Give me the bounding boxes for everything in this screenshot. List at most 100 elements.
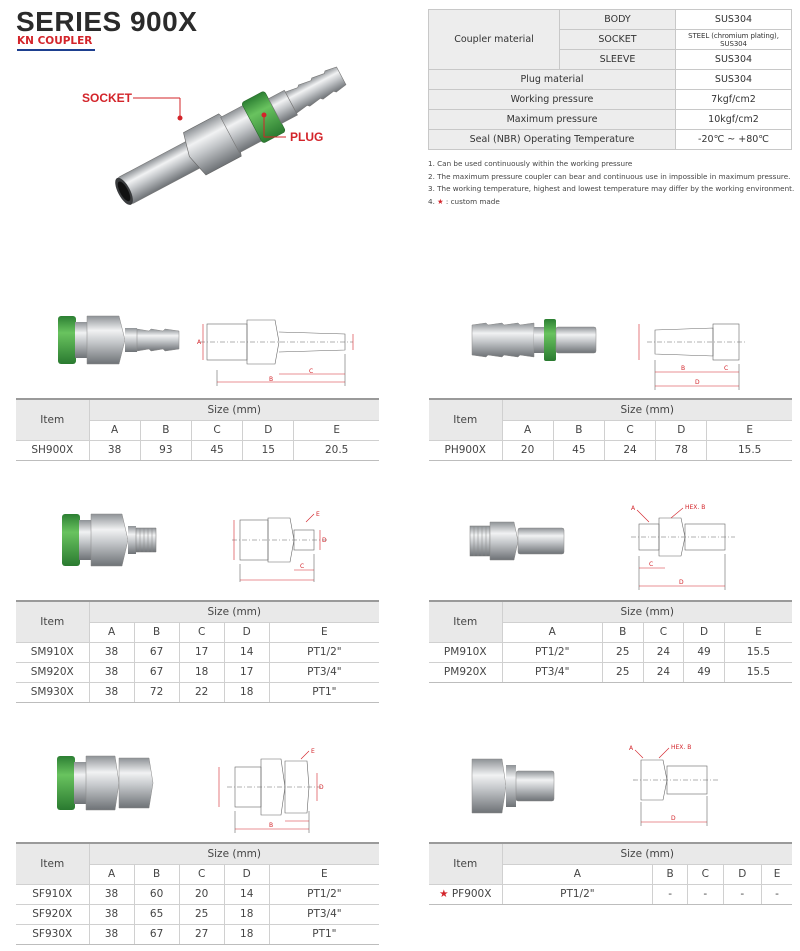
- col-header: E: [706, 420, 792, 441]
- dim-label: D: [695, 379, 700, 386]
- value-cell: 24: [643, 662, 685, 683]
- col-header: D: [723, 864, 763, 885]
- dim-label: D: [322, 537, 327, 544]
- col-header: A: [502, 420, 554, 441]
- spec-label: BODY: [559, 9, 676, 30]
- dim-label: D: [319, 784, 324, 791]
- value-cell: PT1": [269, 682, 379, 703]
- value-cell: 67: [134, 924, 180, 945]
- value-cell: 25: [602, 662, 644, 683]
- size-header: Size (mm): [89, 600, 379, 623]
- item-cell: ★ PF900X: [429, 884, 503, 905]
- value-cell: 24: [604, 440, 657, 461]
- item-cell: PH900X: [429, 440, 503, 461]
- spec-label: SLEEVE: [559, 49, 676, 70]
- value-cell: 38: [89, 884, 135, 905]
- item-header: Item: [16, 600, 90, 643]
- col-header: B: [134, 864, 180, 885]
- col-header: D: [683, 622, 725, 643]
- item-cell: PM910X: [429, 642, 503, 663]
- value-cell: 38: [89, 662, 135, 683]
- col-header: C: [643, 622, 685, 643]
- value-cell: 18: [224, 904, 270, 925]
- value-cell: 38: [89, 924, 135, 945]
- note-3: 3. The working temperature, highest and …: [428, 184, 795, 193]
- table-row: SF910X 38 60 20 14 PT1/2": [16, 884, 379, 905]
- value-cell: 38: [89, 642, 135, 663]
- spec-label: SOCKET: [559, 29, 676, 50]
- value-cell: 17: [179, 642, 225, 663]
- dim-label: HEX. B: [685, 504, 705, 511]
- col-header: B: [140, 420, 192, 441]
- value-cell: 14: [224, 642, 270, 663]
- pm900x-product-image: [469, 521, 565, 561]
- sf900x-product-image: [57, 755, 154, 811]
- col-header: E: [269, 622, 379, 643]
- value-cell: PT3/4": [502, 662, 603, 683]
- col-header: A: [502, 622, 603, 643]
- value-cell: PT1": [269, 924, 379, 945]
- item-header: Item: [429, 600, 503, 643]
- col-header: A: [502, 864, 654, 885]
- ph900x-product-image: [471, 319, 597, 361]
- sf900x-technical-drawing: E D B: [218, 748, 324, 833]
- col-header: C: [687, 864, 724, 885]
- col-header: D: [655, 420, 708, 441]
- dim-label: B: [269, 376, 273, 383]
- value-cell: 65: [134, 904, 180, 925]
- value-cell: PT3/4": [269, 662, 379, 683]
- spec-value: SUS304: [675, 49, 792, 70]
- table-row: SM930X 38 72 22 18 PT1": [16, 682, 379, 703]
- pf900x-technical-drawing: A HEX. B D: [629, 744, 719, 826]
- value-cell: 60: [134, 884, 180, 905]
- size-header: Size (mm): [502, 398, 792, 421]
- item-cell: PM920X: [429, 662, 503, 683]
- spec-value: -20℃ ~ +80℃: [675, 129, 792, 150]
- value-cell: 45: [191, 440, 244, 461]
- coupler-material-label: Coupler material: [428, 9, 560, 70]
- col-header: A: [89, 864, 135, 885]
- dim-label: B: [681, 365, 685, 372]
- col-header: C: [179, 864, 225, 885]
- value-cell: -: [652, 884, 689, 905]
- size-header: Size (mm): [502, 842, 792, 865]
- value-cell: PT1/2": [269, 884, 379, 905]
- sf900x-size-table: Item Size (mm) A B C D E SF910X 38 60 20…: [16, 842, 379, 945]
- notes: 1. Can be used continuously within the w…: [428, 158, 794, 208]
- value-cell: -: [761, 884, 792, 905]
- value-cell: 45: [553, 440, 605, 461]
- note-1: 1. Can be used continuously within the w…: [428, 159, 633, 168]
- item-cell: SM930X: [16, 682, 90, 703]
- value-cell: PT3/4": [269, 904, 379, 925]
- table-row: SH900X 38 93 45 15 20.5: [16, 440, 379, 461]
- sh900x-technical-drawing: B C A: [197, 319, 354, 386]
- table-row: SM910X 38 67 17 14 PT1/2": [16, 642, 379, 663]
- dim-label: C: [724, 365, 728, 372]
- value-cell: 18: [179, 662, 225, 683]
- sm900x-size-table: Item Size (mm) A B C D E SM910X 38 67 17…: [16, 600, 379, 703]
- note-4: 4. ★ : custom made: [428, 196, 500, 206]
- value-cell: 15.5: [706, 440, 792, 461]
- item-cell: SM910X: [16, 642, 90, 663]
- size-header: Size (mm): [89, 398, 379, 421]
- star-icon: ★: [437, 196, 444, 206]
- value-cell: 20: [179, 884, 225, 905]
- table-row: SF920X 38 65 25 18 PT3/4": [16, 904, 379, 925]
- table-row: PH900X 20 45 24 78 15.5: [429, 440, 792, 461]
- spec-label: Working pressure: [428, 89, 676, 110]
- value-cell: 72: [134, 682, 180, 703]
- value-cell: 22: [179, 682, 225, 703]
- dim-label: A: [197, 339, 202, 346]
- page-title: SERIES 900X: [16, 6, 198, 37]
- spec-table: Coupler material BODY SUS304 SOCKET STEE…: [428, 9, 792, 150]
- table-row: SF930X 38 67 27 18 PT1": [16, 924, 379, 945]
- value-cell: 20.5: [293, 440, 379, 461]
- table-row: PM920X PT3/4" 25 24 49 15.5: [429, 662, 792, 683]
- sh900x-size-table: Item Size (mm) A B C D E SH900X 38 93 45…: [16, 398, 379, 461]
- dim-label: D: [671, 815, 676, 822]
- value-cell: 14: [224, 884, 270, 905]
- value-cell: 17: [224, 662, 270, 683]
- item-cell: SF920X: [16, 904, 90, 925]
- col-header: C: [179, 622, 225, 643]
- page-subtitle: KN COUPLER: [17, 35, 93, 47]
